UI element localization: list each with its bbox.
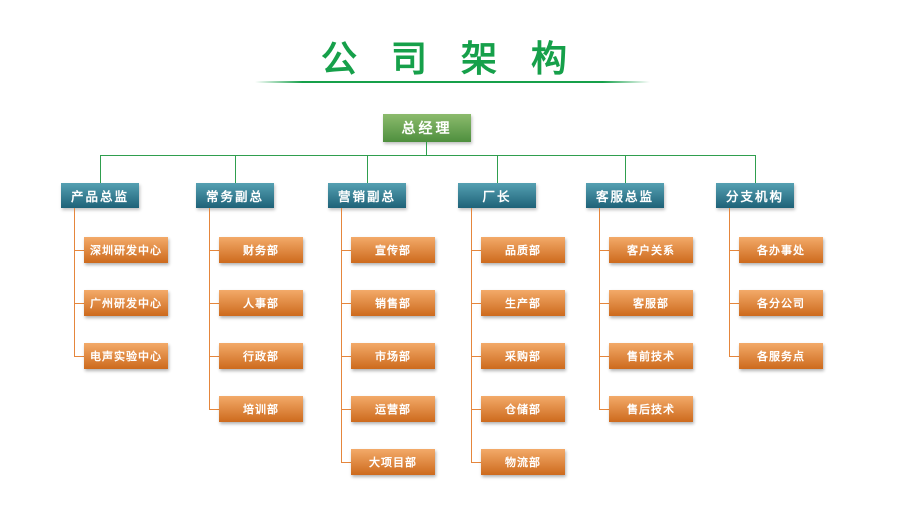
child-node: 采购部 bbox=[481, 343, 565, 369]
connector-branch-drop bbox=[367, 155, 368, 183]
child-node: 宣传部 bbox=[351, 237, 435, 263]
connector-child-stub bbox=[341, 250, 351, 251]
connector-child-stub bbox=[471, 303, 481, 304]
connector-branch-drop bbox=[235, 155, 236, 183]
child-node: 客服部 bbox=[609, 290, 693, 316]
child-node: 售前技术 bbox=[609, 343, 693, 369]
child-node: 人事部 bbox=[219, 290, 303, 316]
connector-branch-vline bbox=[471, 208, 472, 462]
child-node: 物流部 bbox=[481, 449, 565, 475]
child-node: 客户关系 bbox=[609, 237, 693, 263]
connector-branch-vline bbox=[729, 208, 730, 356]
connector-child-stub bbox=[209, 303, 219, 304]
connector-child-stub bbox=[341, 409, 351, 410]
connector-branch-vline bbox=[341, 208, 342, 462]
connector-child-stub bbox=[209, 250, 219, 251]
connector-branch-drop bbox=[497, 155, 498, 183]
connector-branch-drop bbox=[625, 155, 626, 183]
connector-child-stub bbox=[471, 250, 481, 251]
root-node: 总经理 bbox=[383, 114, 471, 142]
connector-branch-vline bbox=[209, 208, 210, 409]
child-node: 品质部 bbox=[481, 237, 565, 263]
title-underline bbox=[255, 81, 650, 83]
connector-child-stub bbox=[729, 356, 739, 357]
connector-child-stub bbox=[599, 409, 609, 410]
child-node: 各办事处 bbox=[739, 237, 823, 263]
branch-node-1: 产品总监 bbox=[61, 183, 139, 208]
connector-child-stub bbox=[209, 356, 219, 357]
connector-root-stem bbox=[426, 142, 427, 155]
child-node: 售后技术 bbox=[609, 396, 693, 422]
branch-node-5: 客服总监 bbox=[586, 183, 664, 208]
child-node: 生产部 bbox=[481, 290, 565, 316]
connector-branch-vline bbox=[599, 208, 600, 409]
child-node: 市场部 bbox=[351, 343, 435, 369]
child-node: 培训部 bbox=[219, 396, 303, 422]
branch-node-6: 分支机构 bbox=[716, 183, 794, 208]
connector-child-stub bbox=[729, 250, 739, 251]
connector-child-stub bbox=[471, 356, 481, 357]
connector-branch-drop bbox=[755, 155, 756, 183]
child-node: 销售部 bbox=[351, 290, 435, 316]
connector-branch-vline bbox=[74, 208, 75, 356]
child-node: 仓储部 bbox=[481, 396, 565, 422]
child-node: 广州研发中心 bbox=[84, 290, 168, 316]
connector-child-stub bbox=[599, 250, 609, 251]
child-node: 电声实验中心 bbox=[84, 343, 168, 369]
child-node: 运营部 bbox=[351, 396, 435, 422]
child-node: 大项目部 bbox=[351, 449, 435, 475]
connector-main-horizontal bbox=[100, 155, 756, 156]
connector-child-stub bbox=[341, 356, 351, 357]
connector-child-stub bbox=[341, 462, 351, 463]
branch-node-3: 营销副总 bbox=[328, 183, 406, 208]
branch-node-2: 常务副总 bbox=[196, 183, 274, 208]
connector-child-stub bbox=[599, 303, 609, 304]
connector-child-stub bbox=[471, 409, 481, 410]
child-node: 各服务点 bbox=[739, 343, 823, 369]
child-node: 深圳研发中心 bbox=[84, 237, 168, 263]
connector-child-stub bbox=[74, 356, 84, 357]
page-title: 公 司 架 构 bbox=[320, 38, 579, 79]
child-node: 财务部 bbox=[219, 237, 303, 263]
branch-node-4: 厂长 bbox=[458, 183, 536, 208]
connector-branch-drop bbox=[100, 155, 101, 183]
connector-child-stub bbox=[599, 356, 609, 357]
connector-child-stub bbox=[74, 250, 84, 251]
connector-child-stub bbox=[471, 462, 481, 463]
connector-child-stub bbox=[341, 303, 351, 304]
child-node: 各分公司 bbox=[739, 290, 823, 316]
connector-child-stub bbox=[729, 303, 739, 304]
child-node: 行政部 bbox=[219, 343, 303, 369]
connector-child-stub bbox=[74, 303, 84, 304]
connector-child-stub bbox=[209, 409, 219, 410]
